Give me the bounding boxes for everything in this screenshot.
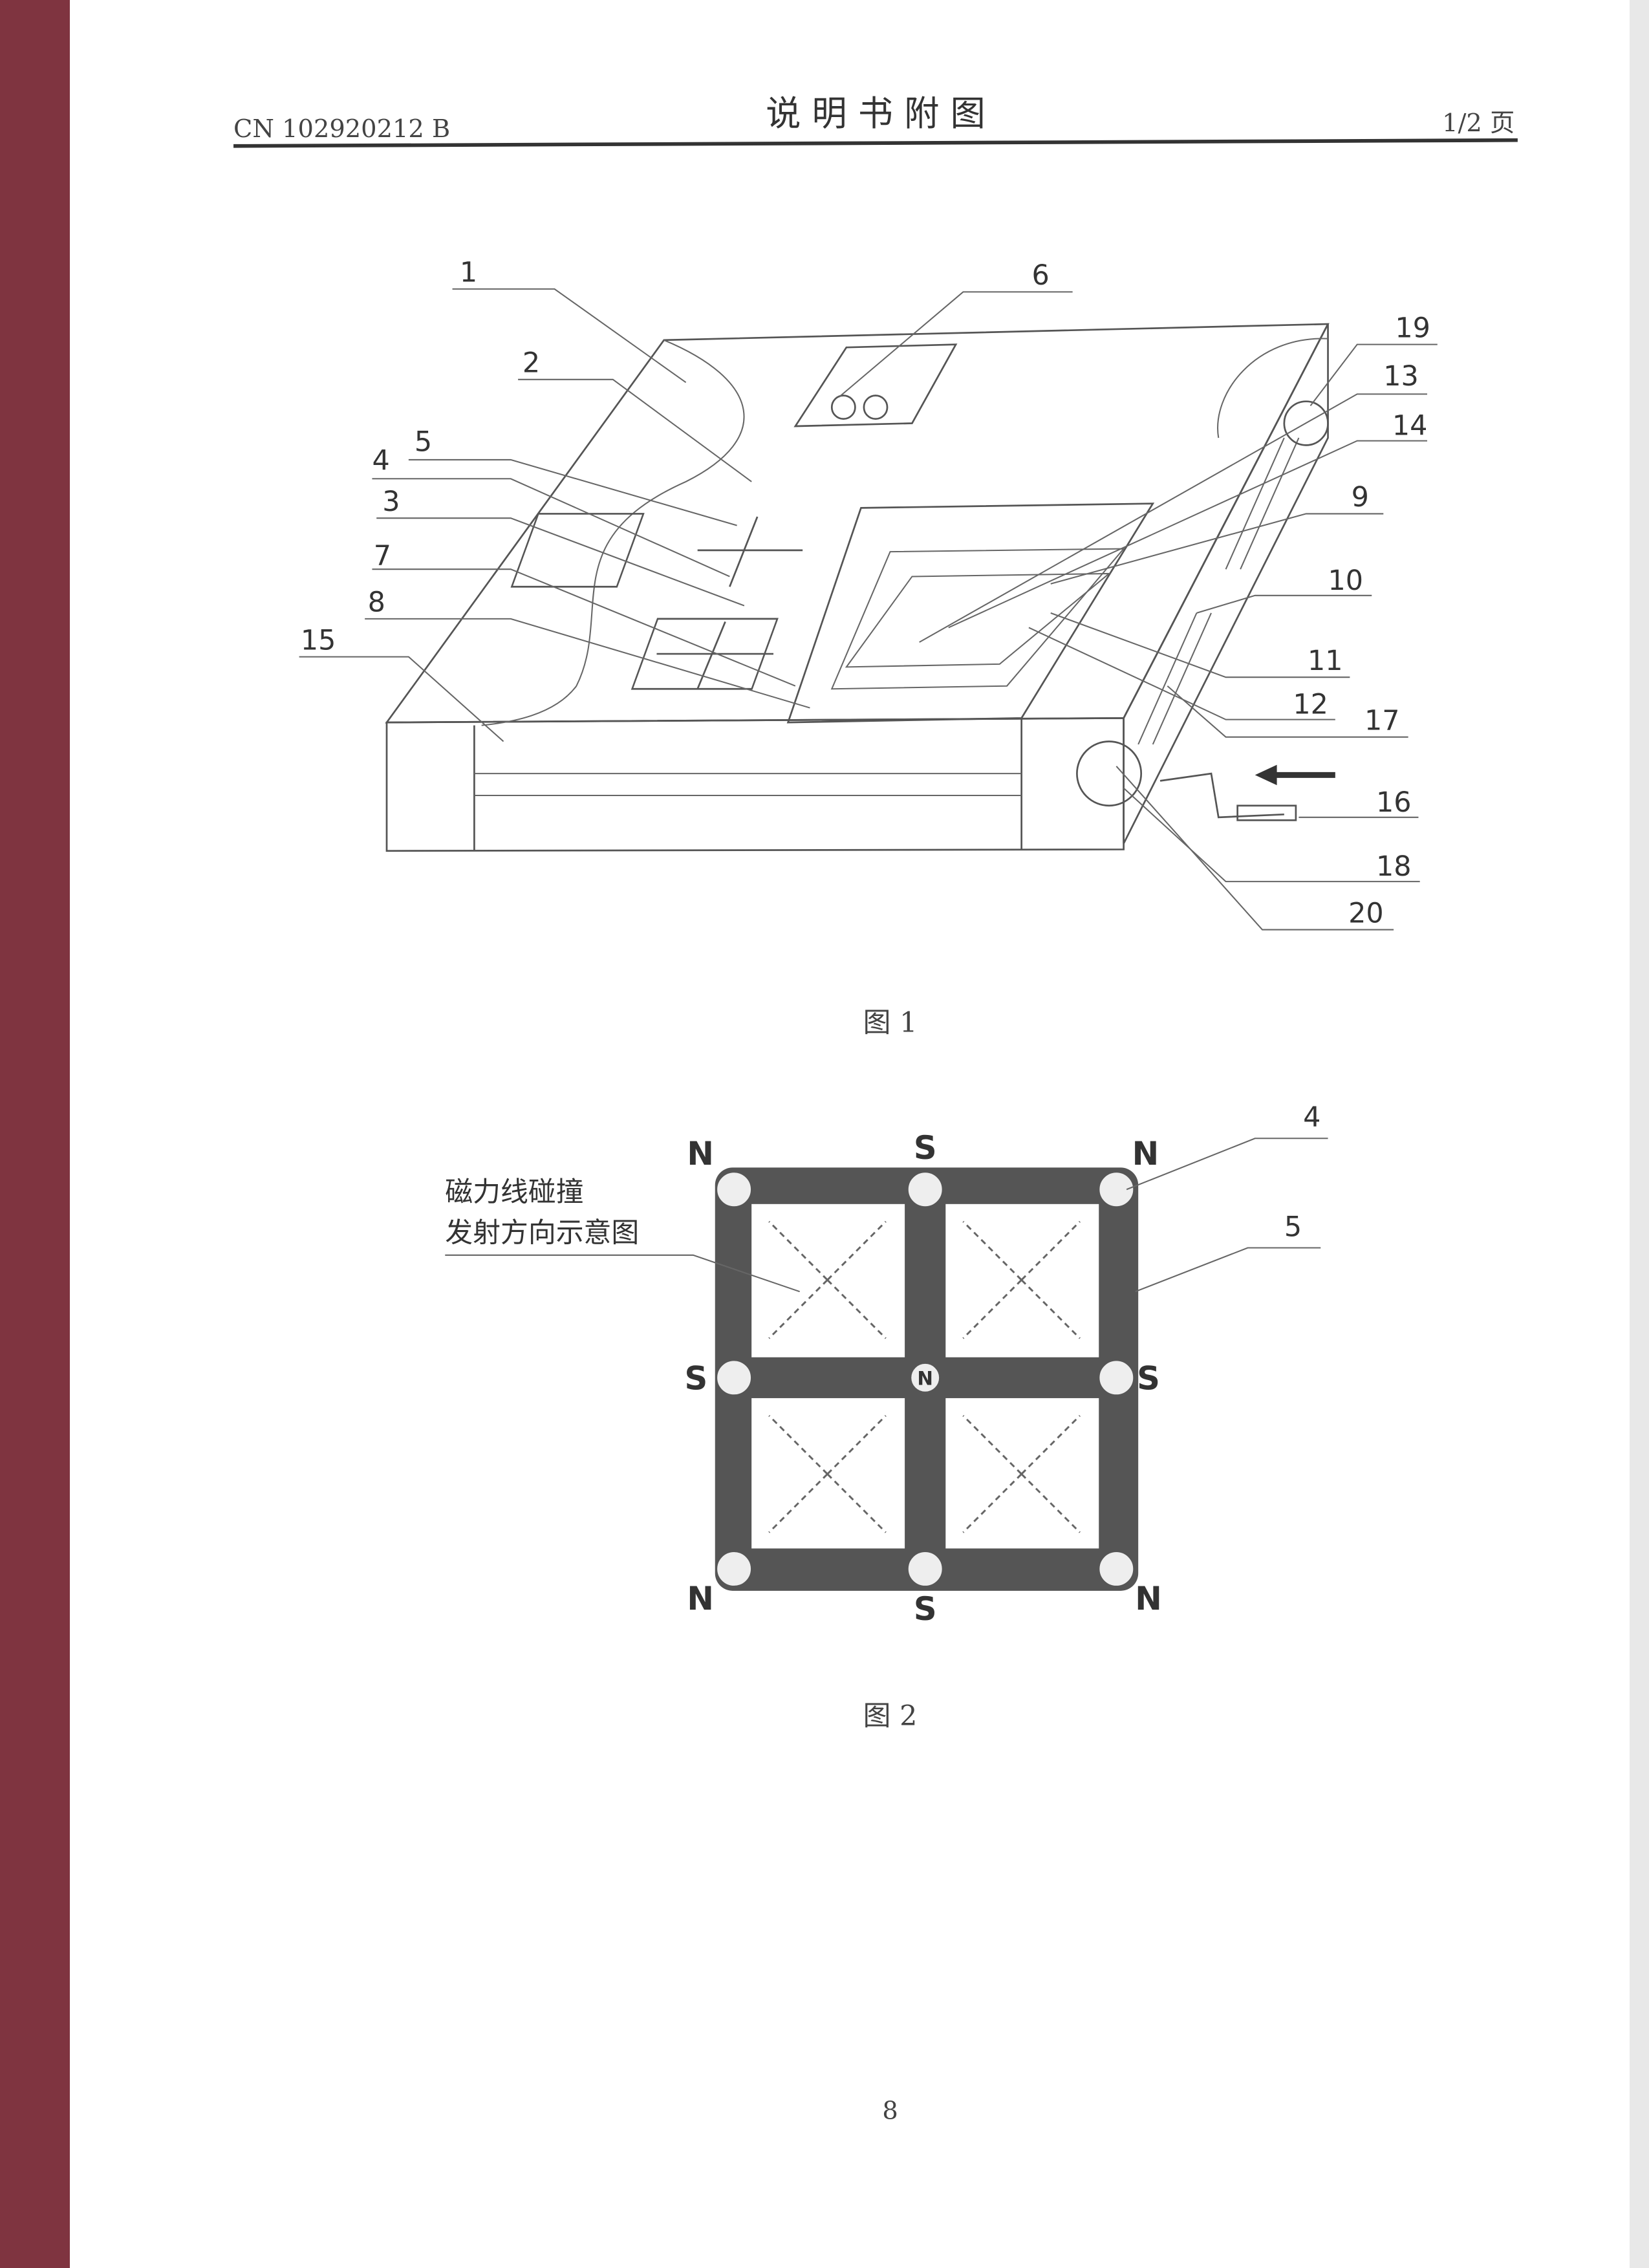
field-line-arrow <box>1020 1279 1081 1339</box>
magnet-pole-tl <box>715 1171 753 1208</box>
pole-label-tm: S <box>914 1129 937 1167</box>
page-edge <box>1630 0 1649 2268</box>
pole-label-tr: N <box>1132 1135 1159 1172</box>
annotation-line-2: 发射方向示意图 <box>445 1216 639 1249</box>
field-line-arrow <box>768 1473 828 1533</box>
callout-4: 4 <box>1303 1101 1320 1134</box>
field-line-arrow <box>962 1220 1022 1281</box>
callout-2: 2 <box>523 347 540 380</box>
callout-1: 1 <box>460 257 477 289</box>
callout-18: 18 <box>1376 850 1412 883</box>
callout-14: 14 <box>1392 410 1428 442</box>
magnet-pole-c <box>910 1362 941 1394</box>
pole-label-tl: N <box>687 1135 714 1172</box>
callout-17: 17 <box>1364 704 1400 737</box>
field-line-arrow <box>1020 1220 1081 1281</box>
callout-15: 15 <box>301 624 336 656</box>
figure-2-caption: 图 2 <box>863 1700 918 1732</box>
field-line-arrow <box>768 1220 828 1281</box>
field-line-arrow <box>962 1473 1022 1533</box>
page-title: 说 明 书 附 图 <box>766 93 986 134</box>
callout-5: 5 <box>415 426 432 458</box>
binding-edge <box>0 0 70 2268</box>
callout-8: 8 <box>368 587 385 619</box>
page-number: 8 <box>882 2097 898 2126</box>
figure-1-caption: 图 1 <box>863 1007 918 1039</box>
pole-label-ml: S <box>685 1359 708 1397</box>
field-line-arrow <box>826 1220 887 1281</box>
callout-5: 5 <box>1284 1211 1302 1243</box>
callout-10: 10 <box>1328 565 1364 597</box>
magnet-pole-bl <box>715 1550 753 1588</box>
field-line-arrow <box>826 1473 887 1533</box>
callout-3: 3 <box>382 486 400 518</box>
doc-number: CN 102920212 B <box>233 114 450 144</box>
callout-7: 7 <box>374 539 391 572</box>
callout-13: 13 <box>1383 360 1419 393</box>
magnet-pole-mr <box>1098 1359 1135 1396</box>
field-line-arrow <box>826 1414 887 1475</box>
callout-19: 19 <box>1395 312 1430 344</box>
header-rule <box>233 138 1518 148</box>
pole-label-bl: N <box>687 1580 714 1617</box>
callout-9: 9 <box>1352 481 1369 513</box>
annotation-line-1: 磁力线碰撞 <box>445 1176 583 1208</box>
field-line-arrow <box>768 1414 828 1475</box>
magnet-pole-tr <box>1098 1171 1135 1208</box>
callout-20: 20 <box>1348 897 1384 929</box>
magnet-pole-br <box>1098 1550 1135 1588</box>
field-line-arrow <box>962 1279 1022 1339</box>
callout-6: 6 <box>1031 259 1049 292</box>
callout-12: 12 <box>1293 689 1328 721</box>
pole-label-c: N <box>917 1368 933 1390</box>
figure-2-drawing: N S N S N S N S N 4 5 磁力线碰撞 发射方向示意图 <box>445 1101 1328 1628</box>
field-line-arrow <box>962 1414 1022 1475</box>
magnet-pole-ml <box>715 1359 753 1396</box>
field-line-arrow <box>826 1279 887 1339</box>
magnet-pole-bm <box>907 1550 943 1588</box>
pole-label-mr: S <box>1137 1359 1160 1397</box>
field-line-arrow <box>1020 1473 1081 1533</box>
field-line-arrow <box>1020 1414 1081 1475</box>
pole-label-br: N <box>1135 1580 1162 1617</box>
callout-11: 11 <box>1308 645 1343 677</box>
figure-1-drawing: 1 2 3 4 5 6 7 8 9 10 11 12 13 14 15 16 1… <box>299 257 1438 931</box>
pole-label-bm: S <box>914 1590 937 1628</box>
callout-4: 4 <box>372 445 389 477</box>
field-line-arrow <box>768 1279 828 1339</box>
callout-16: 16 <box>1376 786 1412 819</box>
page-of: 1/2 页 <box>1442 109 1514 138</box>
magnet-pole-tm <box>907 1171 943 1208</box>
